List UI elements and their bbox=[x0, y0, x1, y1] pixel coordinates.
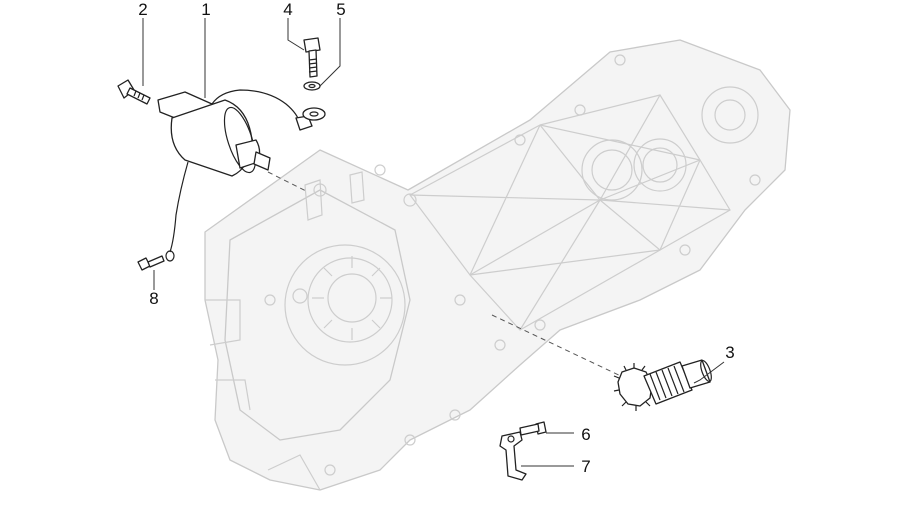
starter-ground-wire bbox=[169, 161, 189, 253]
label-part-3: 3 bbox=[725, 343, 734, 362]
clutch-housing bbox=[224, 189, 411, 441]
gear-spring-coils bbox=[649, 365, 685, 401]
bolt-4-thread bbox=[308, 58, 318, 73]
seal-ring-2-inner bbox=[642, 147, 678, 183]
seal-ring-2-outer bbox=[633, 138, 687, 192]
leader-5 bbox=[319, 18, 341, 87]
clutch-bore-inner bbox=[307, 257, 393, 343]
gear-assembly-part-3 bbox=[613, 359, 712, 411]
screw-part-6 bbox=[519, 421, 547, 436]
label-part-4: 4 bbox=[283, 0, 292, 19]
washer-5-top bbox=[303, 81, 321, 91]
left-lugs bbox=[205, 299, 321, 491]
clutch-splines bbox=[312, 256, 392, 340]
starter-motor bbox=[157, 89, 313, 262]
crankcase-housing bbox=[204, 39, 791, 491]
bolt-part-4 bbox=[303, 37, 321, 78]
gear-center-line bbox=[491, 314, 626, 379]
case-stub bbox=[304, 171, 365, 221]
clutch-bore-outer bbox=[284, 244, 406, 366]
bolt-bosses bbox=[264, 54, 761, 476]
clutch-hub bbox=[327, 273, 377, 323]
washer-5-bottom bbox=[302, 107, 326, 121]
lattice-diagonals bbox=[409, 94, 731, 331]
screw-6-shank bbox=[519, 423, 540, 436]
leader-3 bbox=[693, 361, 725, 384]
label-part-8: 8 bbox=[149, 289, 158, 308]
clip-plate-part-7 bbox=[499, 431, 527, 481]
label-part-1: 1 bbox=[201, 0, 210, 19]
label-part-2: 2 bbox=[138, 0, 147, 19]
washer-part-5 bbox=[302, 81, 326, 121]
leader-lines bbox=[142, 18, 725, 467]
end-boss-outer bbox=[701, 86, 759, 144]
bolt-2-thread bbox=[133, 90, 145, 101]
label-part-6: 6 bbox=[581, 425, 590, 444]
seal-ring-1-inner bbox=[591, 149, 633, 191]
ground-wire-eyelet bbox=[165, 250, 175, 262]
starter-power-cable bbox=[211, 89, 301, 125]
gear-pinion bbox=[681, 359, 711, 389]
clip-7-body bbox=[499, 431, 527, 481]
seal-ring-1-outer bbox=[581, 139, 643, 201]
end-boss-inner bbox=[714, 99, 746, 131]
gear-pinion-face bbox=[700, 359, 712, 383]
starter-shaft bbox=[253, 151, 271, 171]
part-number-labels: 1 2 3 4 5 6 7 8 bbox=[138, 0, 734, 476]
bolt-8-shank bbox=[147, 255, 165, 268]
label-part-7: 7 bbox=[581, 457, 590, 476]
gear-toothed-wheel bbox=[617, 367, 653, 407]
starter-center-line bbox=[267, 171, 309, 193]
bolt-part-2 bbox=[117, 79, 151, 105]
bolt-4-head bbox=[303, 37, 321, 53]
label-part-5: 5 bbox=[336, 0, 345, 19]
bolt-part-8 bbox=[137, 255, 165, 271]
starter-end-face bbox=[223, 106, 257, 174]
clip-7-hole bbox=[507, 435, 515, 443]
leader-4 bbox=[287, 18, 305, 51]
